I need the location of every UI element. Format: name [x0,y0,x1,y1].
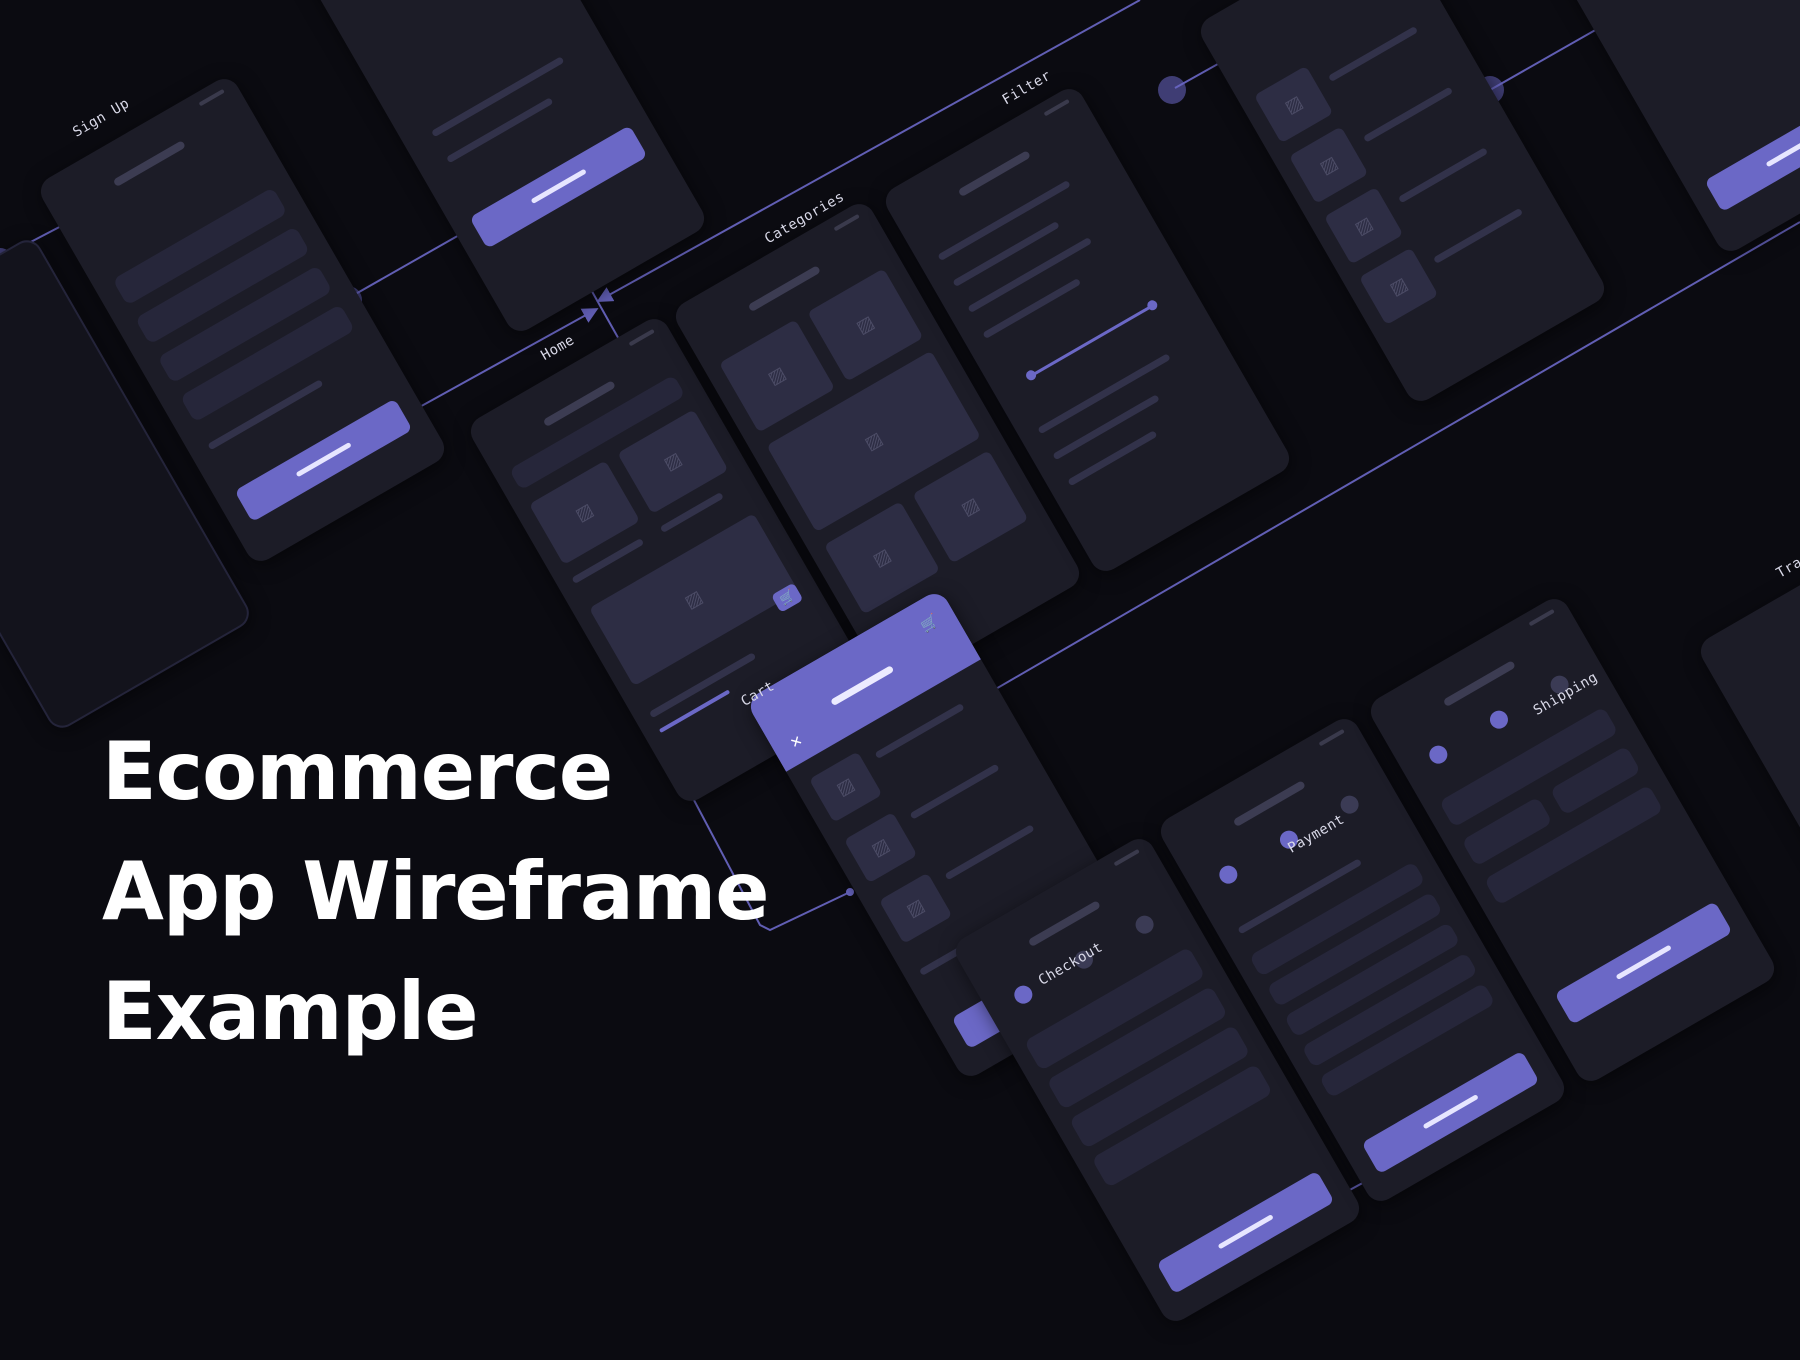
flow-node [1158,76,1186,104]
headline-line-1: Ecommerce [102,725,613,818]
flow-line [928,221,1800,729]
headline-line-3: Example [102,965,479,1058]
flow-dot [846,888,854,896]
page-title: Ecommerce App Wireframe Example [102,712,770,1072]
headline-line-2: App Wireframe [102,845,770,938]
flow-line [596,0,1141,302]
flow-line [344,224,479,301]
